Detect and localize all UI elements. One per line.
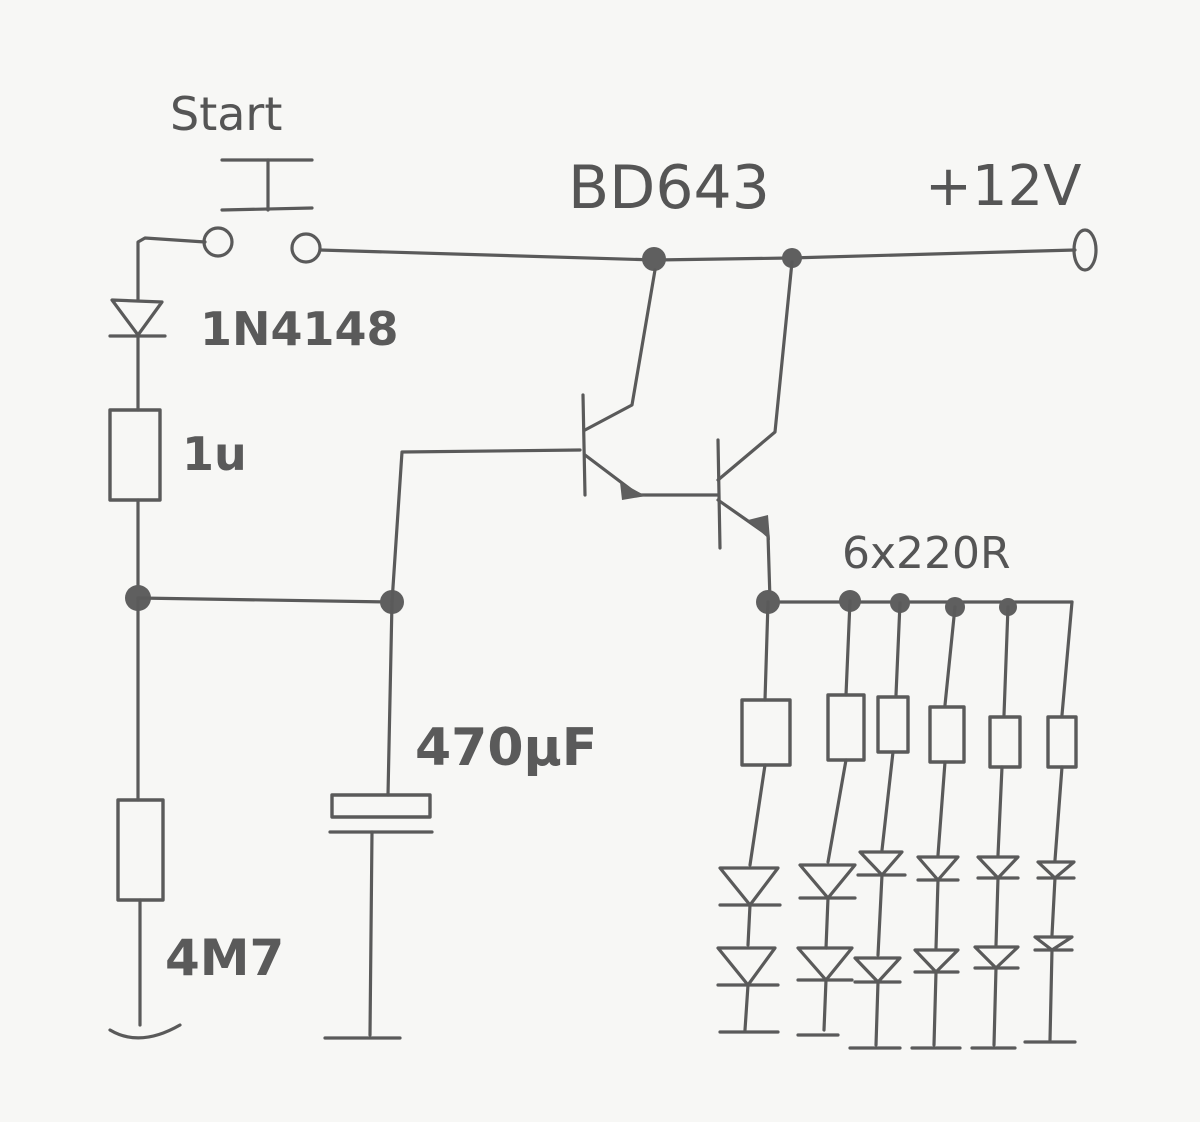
resistor-4m7 (116, 798, 165, 902)
wire (386, 600, 394, 797)
diode-label: 1N4148 (200, 302, 399, 356)
capacitor-470uf (330, 793, 432, 819)
supply-rail (318, 248, 1077, 262)
supply-terminal (1072, 228, 1098, 272)
junction-dot (642, 247, 666, 271)
capacitor-label: 470µF (415, 718, 597, 778)
junction-dot (782, 248, 802, 268)
start-label: Start (170, 87, 282, 141)
diode-1n4148 (108, 298, 167, 412)
left-wire (136, 236, 207, 302)
start-button (202, 158, 322, 264)
transistor-label: BD643 (568, 153, 770, 223)
resistor-bottom-label: 4M7 (165, 929, 284, 987)
resistor-base-label: 1u (182, 427, 247, 481)
wire (136, 596, 394, 604)
led-branch-2 (796, 599, 866, 1037)
ground-symbol (108, 1023, 182, 1040)
led-resistors-label: 6x220R (842, 528, 1011, 579)
led-branch-6 (1023, 600, 1078, 1044)
led-branch-5 (970, 605, 1022, 1050)
base-wire (390, 448, 582, 604)
led-branch-3 (848, 601, 910, 1050)
transistor-bd643 (581, 260, 794, 602)
led-branch-4 (910, 605, 966, 1050)
resistor-1u (108, 408, 162, 502)
led-branch-1 (716, 600, 792, 1034)
supply-label: +12V (925, 154, 1082, 219)
wire (368, 830, 374, 1037)
